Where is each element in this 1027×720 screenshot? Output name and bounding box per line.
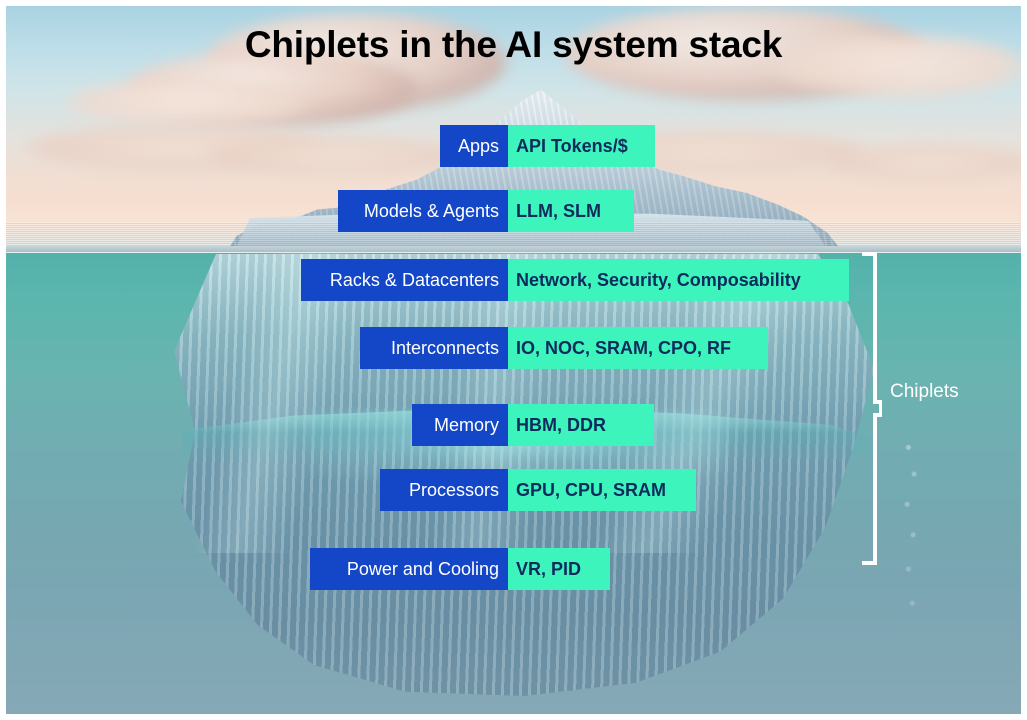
stack-row-value: GPU, CPU, SRAM xyxy=(508,469,696,511)
stack-row-value: API Tokens/$ xyxy=(508,125,655,167)
page-title: Chiplets in the AI system stack xyxy=(244,24,783,65)
stack-row-label: Processors xyxy=(380,469,508,511)
stack-row-apps[interactable]: Apps API Tokens/$ xyxy=(440,125,655,167)
stack-row-value: IO, NOC, SRAM, CPO, RF xyxy=(508,327,768,369)
cloud xyxy=(66,80,306,126)
stack-row-label: Apps xyxy=(440,125,508,167)
stack-row-models-and-agents[interactable]: Models & Agents LLM, SLM xyxy=(338,190,634,232)
chiplets-brace-label: Chiplets xyxy=(890,381,959,402)
stack-row-value: VR, PID xyxy=(508,548,610,590)
stack-row-racks-and-datacenters[interactable]: Racks & Datacenters Network, Security, C… xyxy=(301,259,849,301)
sea-surface xyxy=(6,246,1021,254)
chiplets-brace-icon xyxy=(862,252,882,565)
cloud xyxy=(826,146,1021,180)
stack-row-power-and-cooling[interactable]: Power and Cooling VR, PID xyxy=(310,548,610,590)
cloud xyxy=(776,36,1021,98)
stack-row-label: Models & Agents xyxy=(338,190,508,232)
bubbles xyxy=(898,436,924,626)
stack-row-label: Racks & Datacenters xyxy=(301,259,508,301)
stack-row-label: Memory xyxy=(412,404,508,446)
stack-row-label: Power and Cooling xyxy=(310,548,508,590)
stack-row-memory[interactable]: Memory HBM, DDR xyxy=(412,404,654,446)
cloud xyxy=(206,138,466,174)
stack-row-label: Interconnects xyxy=(360,327,508,369)
stack-row-processors[interactable]: Processors GPU, CPU, SRAM xyxy=(380,469,696,511)
stack-row-value: HBM, DDR xyxy=(508,404,654,446)
stack-row-value: Network, Security, Composability xyxy=(508,259,849,301)
stack-row-interconnects[interactable]: Interconnects IO, NOC, SRAM, CPO, RF xyxy=(360,327,768,369)
stack-row-value: LLM, SLM xyxy=(508,190,634,232)
